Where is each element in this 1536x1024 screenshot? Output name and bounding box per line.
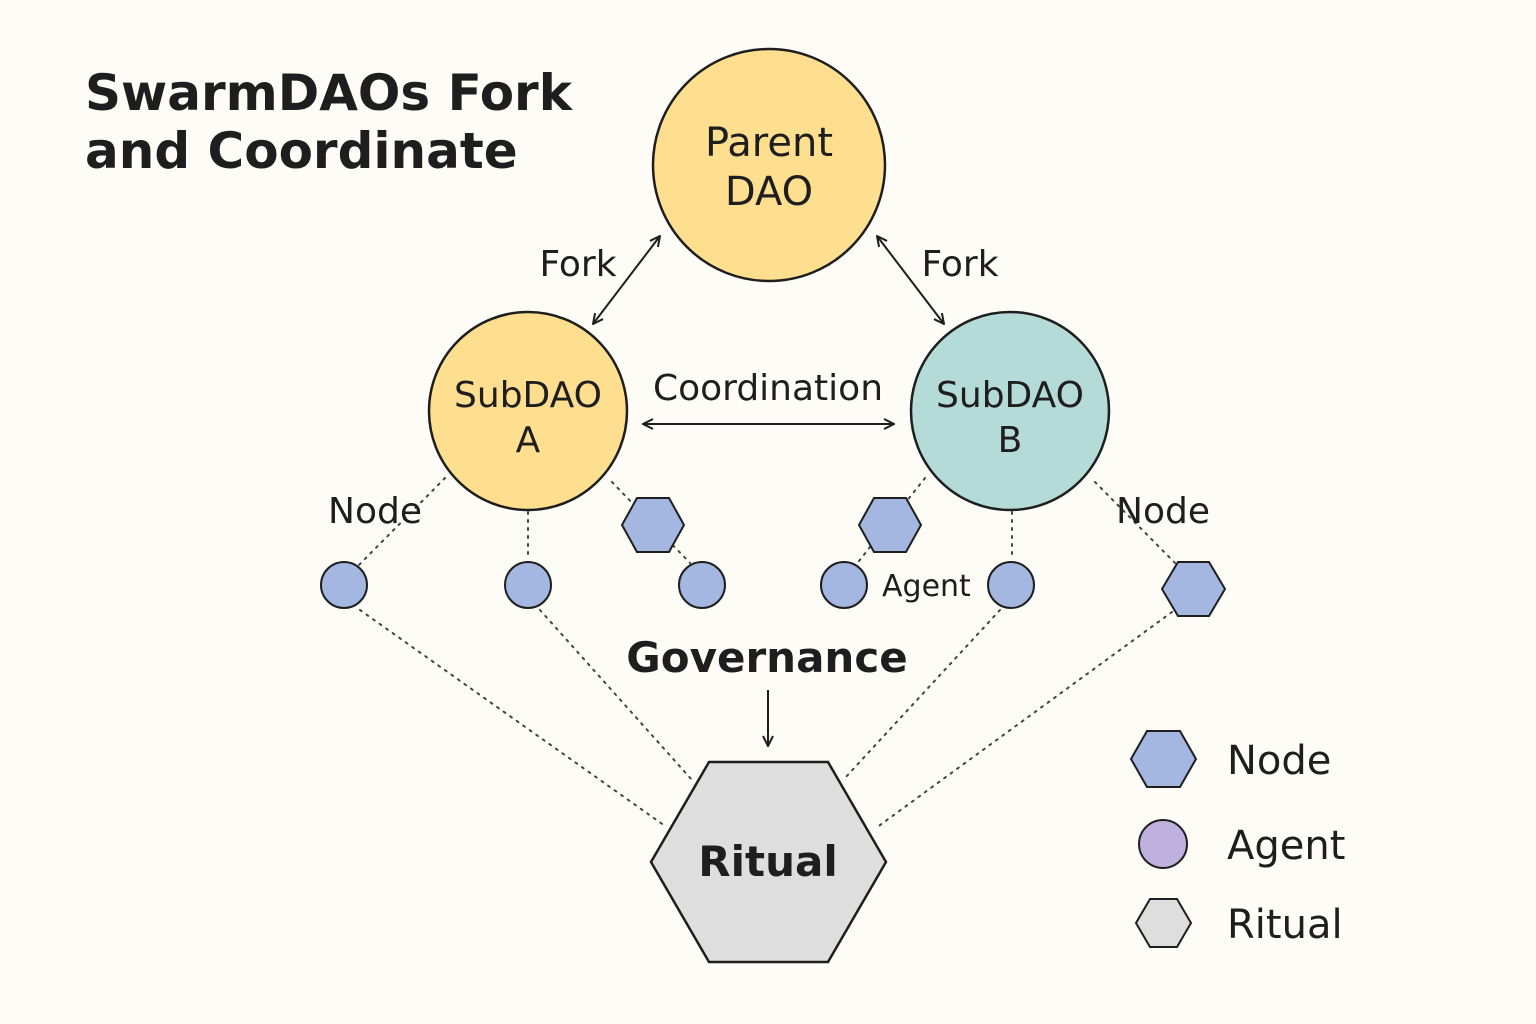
ritual-hexagon <box>649 760 888 964</box>
agent-circle <box>504 561 552 609</box>
parent-dao-label-1: Parent <box>705 120 833 166</box>
agent-label: Agent <box>882 569 971 604</box>
node-hexagon <box>1160 561 1227 617</box>
legend: Node Agent Ritual <box>1129 730 1345 948</box>
agent-circle <box>820 561 868 609</box>
hexagon-node-icon <box>1129 730 1198 788</box>
circle-agent-icon <box>1138 819 1188 869</box>
connector-line <box>1094 481 1179 567</box>
subdao-a-node: SubDAO A <box>427 310 629 512</box>
subdao-a-label-1: SubDAO <box>454 375 602 416</box>
connector-line <box>539 609 693 781</box>
dotted-connectors <box>355 477 1179 829</box>
legend-agent-label: Agent <box>1227 823 1345 869</box>
node-left-label: Node <box>328 491 422 532</box>
agent-circle <box>320 561 368 609</box>
subdao-b-label-2: B <box>998 420 1023 461</box>
connector-line <box>875 611 1173 829</box>
subdao-a-label-2: A <box>516 420 541 461</box>
node-hexagon <box>857 497 923 553</box>
parent-dao-label-2: DAO <box>725 169 813 215</box>
ritual-node: Ritual <box>649 760 888 964</box>
parent-dao-circle <box>651 47 887 283</box>
fork-right-label: Fork <box>921 244 998 285</box>
agent-circle <box>678 561 726 609</box>
title-line-2: and Coordinate <box>85 122 518 180</box>
connector-line <box>844 609 1001 779</box>
legend-ritual-label: Ritual <box>1227 902 1343 948</box>
coordination-label: Coordination <box>653 368 883 409</box>
parent-dao-node: Parent DAO <box>651 47 887 283</box>
ritual-label: Ritual <box>698 837 837 886</box>
node-right-label: Node <box>1116 491 1210 532</box>
legend-node-label: Node <box>1227 738 1331 784</box>
fork-left-label: Fork <box>539 244 616 285</box>
subdao-b-label-1: SubDAO <box>936 375 1084 416</box>
governance-label: Governance <box>626 633 907 682</box>
connector-line <box>359 609 666 827</box>
fork-right-arrow <box>877 236 944 324</box>
subdao-b-circle <box>909 310 1111 512</box>
diagram-title: SwarmDAOs Fork and Coordinate <box>85 64 572 180</box>
node-hexagon <box>620 497 686 553</box>
connector-line <box>355 477 446 569</box>
fork-left-arrow <box>593 236 660 324</box>
agent-circle <box>987 561 1035 609</box>
hexagon-ritual-icon <box>1134 898 1193 948</box>
subdao-b-node: SubDAO B <box>909 310 1111 512</box>
title-line-1: SwarmDAOs Fork <box>85 64 572 122</box>
subdao-a-circle <box>427 310 629 512</box>
